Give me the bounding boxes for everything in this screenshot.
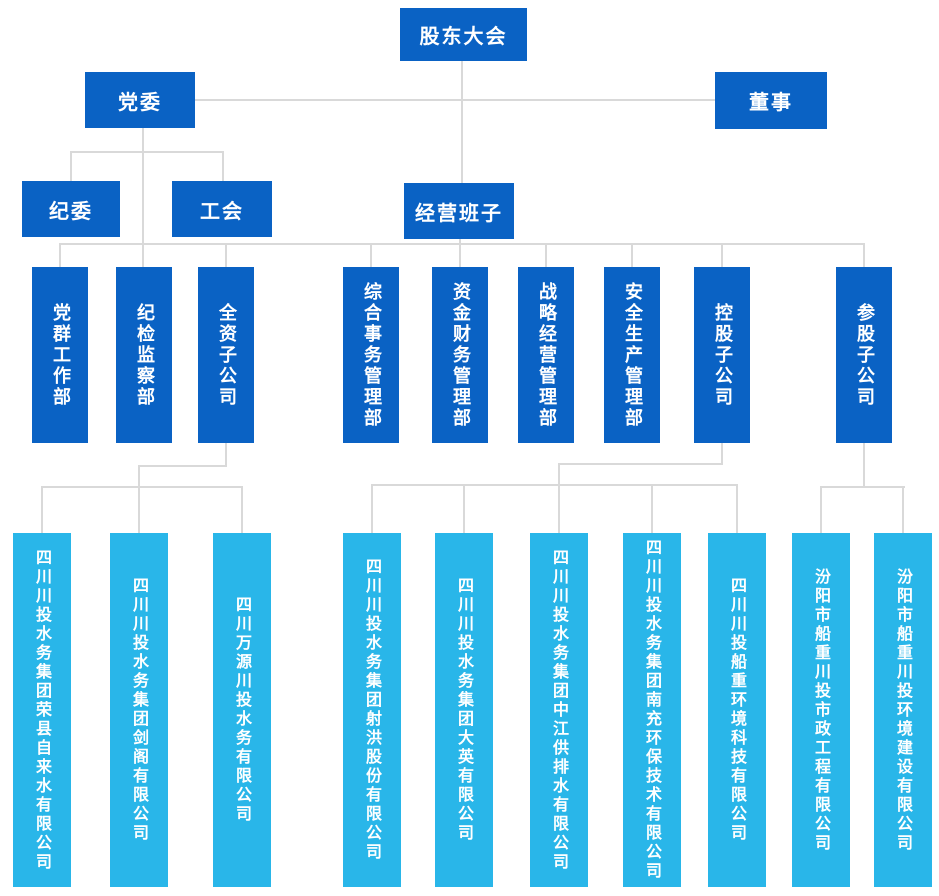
connector-drop-company-5 xyxy=(463,484,465,533)
connector-drop-dept-4 xyxy=(370,243,372,267)
connector-party-down xyxy=(142,128,144,267)
node-label: 纪委 xyxy=(49,198,93,223)
node-label: 四川川投水务集团南充环保技术有限公司 xyxy=(643,539,662,881)
connector-drop-company-8 xyxy=(736,484,738,533)
connector-drop-company-6 xyxy=(558,484,560,533)
node-dept-general-affairs: 综合事务管理部 xyxy=(343,267,399,443)
connector-equity-down xyxy=(863,443,865,488)
node-label: 党委 xyxy=(118,89,162,114)
connector-department-bus xyxy=(60,243,864,245)
node-label: 四川川投水务集团剑阁有限公司 xyxy=(130,577,149,843)
node-company-shehong: 四川川投水务集团射洪股份有限公司 xyxy=(343,533,401,887)
connector-wholly-owned-mid xyxy=(138,465,140,488)
connector-party-branch xyxy=(70,151,224,153)
connector-wholly-owned-bus xyxy=(41,486,243,488)
connector-equity-bus xyxy=(820,486,905,488)
node-label: 战略经营管理部 xyxy=(536,281,557,429)
node-shareholders-meeting: 股东大会 xyxy=(400,8,527,61)
node-company-fenyang-environment-construction: 汾阳市船重川投环境建设有限公司 xyxy=(874,533,932,887)
node-dept-party-mass-work: 党群工作部 xyxy=(32,267,88,443)
connector-root-to-management xyxy=(461,61,463,183)
connector-wholly-owned-elbow xyxy=(138,465,227,467)
connector-drop-company-3 xyxy=(241,486,243,533)
connector-party-to-directors xyxy=(195,99,715,101)
node-dept-safety-production: 安全生产管理部 xyxy=(604,267,660,443)
connector-management-down xyxy=(459,239,461,267)
connector-drop-dept-8 xyxy=(721,243,723,267)
node-management-team: 经营班子 xyxy=(404,183,514,239)
node-label: 资金财务管理部 xyxy=(450,281,471,429)
node-dept-holding-subsidiaries: 控股子公司 xyxy=(694,267,750,443)
node-label: 综合事务管理部 xyxy=(361,281,382,429)
connector-holding-mid xyxy=(558,463,560,486)
node-label: 四川川投水务集团中江供排水有限公司 xyxy=(550,548,569,872)
node-label: 控股子公司 xyxy=(712,302,733,408)
node-label: 参股子公司 xyxy=(854,302,875,408)
node-dept-finance: 资金财务管理部 xyxy=(432,267,488,443)
node-dept-wholly-owned-subsidiaries: 全资子公司 xyxy=(198,267,254,443)
node-directors: 董事 xyxy=(715,72,827,129)
node-dept-equity-subsidiaries: 参股子公司 xyxy=(836,267,892,443)
connector-to-labor-union xyxy=(222,151,224,181)
node-company-chuanzhong-environment-tech: 四川川投船重环境科技有限公司 xyxy=(708,533,766,887)
node-label: 四川川投水务集团大英有限公司 xyxy=(455,577,474,843)
node-company-daying: 四川川投水务集团大英有限公司 xyxy=(435,533,493,887)
connector-drop-company-4 xyxy=(371,484,373,533)
node-label: 纪检监察部 xyxy=(134,302,155,408)
connector-drop-dept-1 xyxy=(59,243,61,267)
connector-drop-company-9 xyxy=(820,486,822,533)
node-dept-discipline-inspection: 纪检监察部 xyxy=(116,267,172,443)
node-company-rongxian-water: 四川川投水务集团荣县自来水有限公司 xyxy=(13,533,71,887)
node-company-jiange: 四川川投水务集团剑阁有限公司 xyxy=(110,533,168,887)
node-label: 经营班子 xyxy=(415,200,503,225)
connector-drop-company-10 xyxy=(902,486,904,533)
connector-drop-dept-3 xyxy=(225,243,227,267)
node-company-wanyuan: 四川万源川投水务有限公司 xyxy=(213,533,271,887)
connector-drop-dept-9 xyxy=(863,243,865,267)
node-label: 四川川投水务集团荣县自来水有限公司 xyxy=(33,548,52,872)
node-label: 股东大会 xyxy=(419,24,508,48)
connector-drop-company-7 xyxy=(651,484,653,533)
connector-drop-dept-7 xyxy=(631,243,633,267)
connector-to-discipline-committee xyxy=(70,151,72,181)
node-discipline-committee: 纪委 xyxy=(22,181,120,237)
node-label: 汾阳市船重川投环境建设有限公司 xyxy=(894,567,913,853)
connector-drop-dept-6 xyxy=(545,243,547,267)
connector-drop-company-2 xyxy=(138,486,140,533)
node-label: 董事 xyxy=(749,90,793,114)
node-company-nanchong-environmental: 四川川投水务集团南充环保技术有限公司 xyxy=(623,533,681,887)
node-dept-strategic-operations: 战略经营管理部 xyxy=(518,267,574,443)
node-label: 四川川投水务集团射洪股份有限公司 xyxy=(363,558,382,862)
node-label: 四川万源川投水务有限公司 xyxy=(233,596,252,824)
connector-holding-down xyxy=(721,443,723,465)
node-label: 汾阳市船重川投市政工程有限公司 xyxy=(812,567,831,853)
connector-holding-bus xyxy=(371,484,738,486)
node-labor-union: 工会 xyxy=(172,181,272,237)
node-label: 全资子公司 xyxy=(216,302,237,408)
node-company-fenyang-municipal: 汾阳市船重川投市政工程有限公司 xyxy=(792,533,850,887)
node-label: 党群工作部 xyxy=(50,302,71,408)
node-company-zhongjiang: 四川川投水务集团中江供排水有限公司 xyxy=(530,533,588,887)
connector-drop-company-1 xyxy=(41,486,43,533)
node-label: 安全生产管理部 xyxy=(622,281,643,429)
node-label: 工会 xyxy=(200,198,244,223)
node-label: 四川川投船重环境科技有限公司 xyxy=(728,577,747,843)
node-party-committee: 党委 xyxy=(85,72,195,128)
connector-wholly-owned-down xyxy=(225,443,227,467)
connector-holding-elbow xyxy=(558,463,723,465)
